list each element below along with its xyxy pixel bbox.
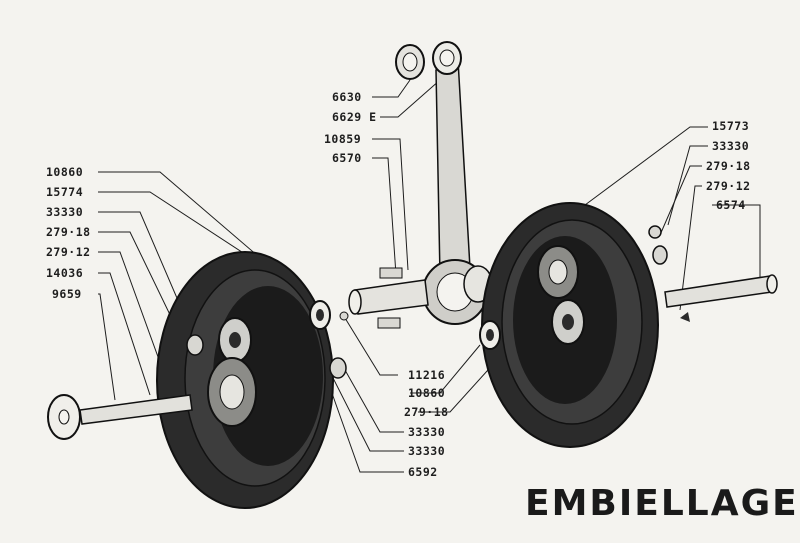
leader-line	[98, 231, 189, 353]
leader-line	[679, 185, 702, 311]
callout-right-6574: 6574	[716, 198, 746, 212]
leader-line	[584, 126, 708, 206]
callout-bottom-33330-b: 33330	[408, 444, 446, 458]
callout-right-15773: 15773	[712, 119, 750, 133]
callout-bottom-279-18: 279·18	[404, 405, 449, 419]
callout-left-279-12: 279·12	[46, 245, 91, 259]
leader-line	[372, 79, 411, 98]
callout-right-33330: 33330	[712, 139, 750, 153]
leader-line	[327, 381, 404, 473]
callout-10859: 10859	[324, 132, 362, 146]
callout-left-279-18: 279·18	[46, 225, 91, 239]
left-shaft	[47, 394, 193, 440]
right-shaft	[664, 274, 778, 322]
leader-line	[380, 79, 441, 118]
callout-6629e: 6629 E	[332, 110, 377, 124]
leader-line	[329, 371, 404, 452]
callout-right-279-12: 279·12	[706, 179, 751, 193]
leader-line	[372, 157, 397, 276]
leader-line	[659, 165, 702, 236]
leader-line	[344, 369, 404, 433]
leader-line	[372, 138, 409, 271]
callout-bottom-6592: 6592	[408, 465, 438, 479]
callout-left-10860: 10860	[46, 165, 84, 179]
crank-pin	[339, 267, 429, 329]
leader-line	[98, 251, 171, 391]
leader-line	[410, 344, 481, 394]
left-flywheel	[156, 251, 347, 509]
callout-6570: 6570	[332, 151, 362, 165]
callout-left-9659: 9659	[52, 287, 82, 301]
leader-line	[418, 359, 498, 413]
leader-line	[712, 204, 761, 285]
connecting-rod	[395, 41, 493, 325]
callout-bottom-11216: 11216	[408, 368, 446, 382]
leader-line	[98, 272, 151, 396]
callout-left-15774: 15774	[46, 185, 84, 199]
callout-left-33330: 33330	[46, 205, 84, 219]
diagram-title: EMBIELLAGE	[525, 483, 799, 524]
callout-right-279-18: 279·18	[706, 159, 751, 173]
leader-line	[98, 293, 116, 401]
callout-left-14036: 14036	[46, 266, 84, 280]
leader-line	[344, 317, 398, 376]
callout-bottom-33330-a: 33330	[408, 425, 446, 439]
callout-6630: 6630	[332, 90, 362, 104]
callout-bottom-10860: 10860	[408, 386, 446, 400]
right-flywheel	[479, 202, 668, 448]
